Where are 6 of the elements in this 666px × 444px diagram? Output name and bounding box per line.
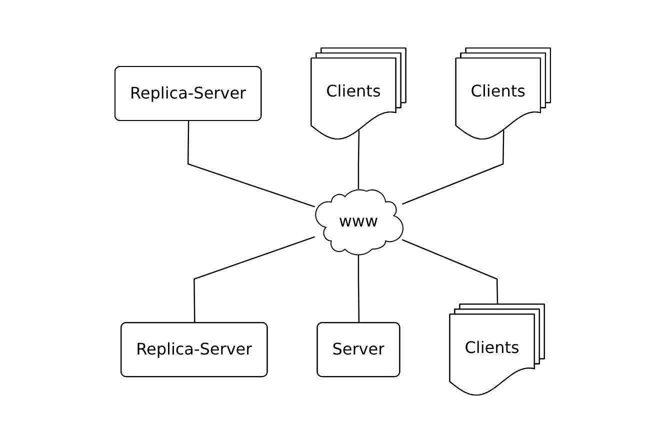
connector — [402, 240, 498, 306]
connector — [402, 130, 504, 206]
connector — [188, 121, 316, 208]
connector — [194, 236, 316, 324]
connector — [358, 254, 360, 324]
connector — [358, 130, 360, 190]
